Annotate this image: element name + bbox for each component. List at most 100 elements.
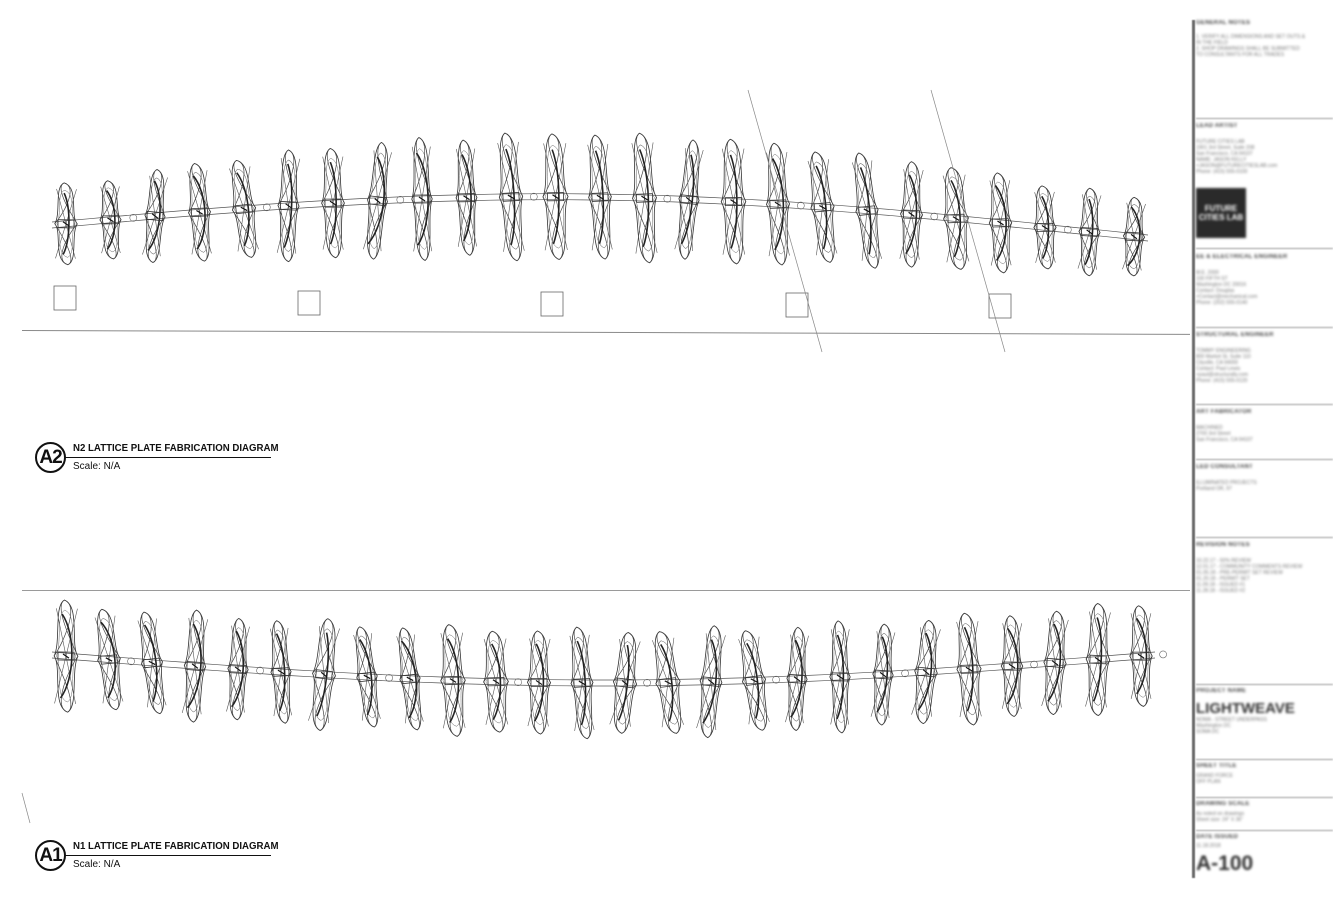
plate-inner [185,619,205,713]
view-divider [22,590,1190,591]
spine-bracket [401,673,419,685]
title-block-separator [1196,759,1333,760]
plate-rib [994,184,1007,261]
spine-bracket [186,661,204,672]
view-scale-text: Scale: N/A [73,461,121,472]
spine-bracket [190,207,209,218]
spine-node [127,657,135,666]
n2-lattice-row [51,132,1149,277]
bracket-bolt [997,220,1004,226]
bracket-bolt [750,678,758,683]
spine-node [930,212,939,221]
lattice-plate [631,132,658,264]
project-heading: PROJECT NAME [1196,688,1247,694]
bracket-bolt [1094,656,1102,663]
bracket-bolt [492,679,500,685]
spine-bracket [368,195,387,207]
title-block-separator [1196,118,1333,119]
bracket-bolt [320,671,328,678]
spine-bracket [229,664,247,674]
sheet-title-heading: SHEET TITLE [1196,763,1237,769]
bracket-bolt [1137,653,1145,659]
plate-inner [958,623,980,716]
plate-inner [146,177,164,255]
bracket-bolt [774,201,782,207]
lattice-plate [696,625,726,739]
plate-rib [815,165,828,250]
date-issued-heading: DATE ISSUED [1196,834,1239,840]
lattice-plate [53,599,79,713]
bracket-bolt [418,196,426,202]
bracket-bolt [507,194,515,200]
lattice-plate [988,172,1013,274]
contact-line: NAME: JASON KELLY [1196,157,1247,163]
bracket-bolt [277,669,285,675]
plate-rib [551,149,560,245]
plate-rib [836,634,845,720]
plate-inner [485,640,507,724]
spine-bracket [57,219,75,229]
lattice-plate [587,134,613,260]
plate-inner [657,640,679,725]
bracket-bolt [151,213,159,219]
bracket-bolt [908,211,915,218]
bracket-bolt [1008,663,1016,669]
plate-rib [859,167,872,255]
revision-line: 11.09.18 - ISSUED #1 [1196,582,1246,588]
revision-line: 01.20.18 - PERMIT SET [1196,576,1250,582]
spine-bracket [143,657,161,669]
general-notes: GENERAL NOTES 1. VERIFY ALL DIMENSIONS A… [1196,20,1333,58]
bracket-bolt [406,676,414,682]
bracket-bolt [363,674,371,680]
lattice-plate [956,612,982,726]
bracket-bolt [819,204,826,210]
spine-node [1064,225,1072,234]
lattice-plate [1077,187,1102,277]
n1-lattice-row [51,599,1167,740]
lattice-plate [137,611,167,715]
plate-rib [186,623,202,709]
spine-bracket [702,676,720,687]
spine-bracket [745,675,763,686]
spine-bracket [100,654,118,665]
spine-bracket [813,202,832,213]
spine-bracket [272,667,290,677]
general-notes-heading: GENERAL NOTES [1196,20,1251,26]
plate-rib [917,632,933,711]
spine-bracket [315,669,333,680]
plate-inner [442,634,464,727]
lattice-plate [720,138,747,265]
plate-inner [190,172,209,253]
bracket-bolt [685,196,693,203]
project-line: SOMA DC [1196,729,1220,735]
plate-inner [99,618,119,701]
plate-rib [505,148,516,246]
lattice-plate [455,139,478,256]
note-line: 2. SHOP DRAWINGS SHALL BE SUBMITTED [1196,46,1300,52]
spine-bracket [725,197,742,207]
section-cut-line [747,89,823,353]
plate-inner [590,146,610,249]
plate-rib [1092,617,1103,702]
bracket-bolt [62,221,70,227]
plate-rib [1135,617,1148,695]
spine-node [643,678,651,687]
spine-bracket [1046,657,1064,668]
plate-rib [660,644,674,722]
contact-line: Contact: Paul Lewis [1196,366,1241,372]
view-scale-text: Scale: N/A [73,859,121,870]
contact-line: Phone: (415) 555-0100 [1196,169,1248,175]
lattice-plate [1000,615,1024,717]
spine-bracket [530,677,548,688]
drawing-scale-heading: DRAWING SCALE [1196,801,1250,807]
plate-outline [612,632,638,734]
note-line: 1. VERIFY ALL DIMENSIONS AND SET OUTS & [1196,34,1306,40]
plate-inner [680,150,698,249]
spine-bracket [947,213,965,224]
plate-rib [963,626,974,712]
bracket-bolt [148,660,156,666]
spine-bracket [413,194,431,204]
spine-bracket [591,192,609,202]
plate-outline [872,623,894,726]
spine-bracket [769,199,787,209]
